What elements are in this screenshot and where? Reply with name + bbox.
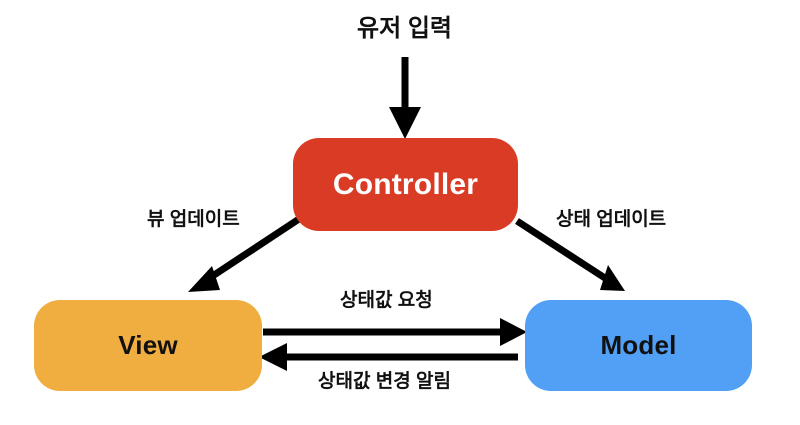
arrow-state-notify <box>259 343 518 371</box>
node-model[interactable]: Model <box>525 300 752 391</box>
node-model-label: Model <box>600 330 677 360</box>
edge-label-state-notify: 상태값 변경 알림 <box>318 371 451 392</box>
node-controller-label: Controller <box>332 167 479 201</box>
node-controller[interactable]: Controller <box>293 138 518 231</box>
edge-label-state-update: 상태 업데이트 <box>556 209 667 230</box>
node-view[interactable]: View <box>34 300 262 391</box>
arrow-user-input <box>389 57 421 139</box>
arrow-state-update <box>515 218 625 291</box>
arrow-state-request <box>263 318 527 346</box>
edge-label-state-request: 상태값 요청 <box>340 290 433 311</box>
edge-label-view-update: 뷰 업데이트 <box>147 209 240 230</box>
node-view-label: View <box>118 330 178 360</box>
edge-label-user-input: 유저 입력 <box>357 15 452 42</box>
arrow-view-update <box>188 216 301 292</box>
